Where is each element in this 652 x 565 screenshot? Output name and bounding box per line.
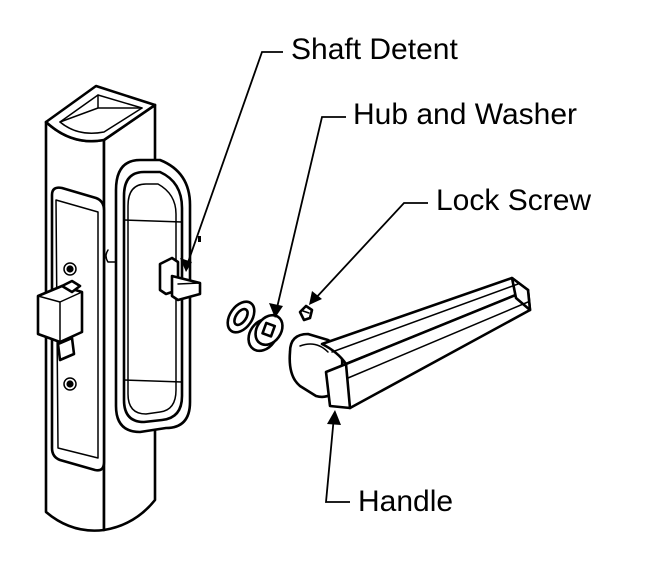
latch-bolt xyxy=(36,279,84,362)
label-shaft-detent: Shaft Detent xyxy=(291,33,458,66)
label-hub-and-washer: Hub and Washer xyxy=(353,98,578,131)
hub xyxy=(247,313,284,353)
washer xyxy=(226,300,256,334)
label-lock-screw: Lock Screw xyxy=(436,184,592,217)
trim-escutcheon xyxy=(105,158,192,434)
leader-hub-washer xyxy=(275,116,346,313)
stile-top-opening xyxy=(44,84,157,143)
label-handle: Handle xyxy=(358,485,454,518)
leader-shaft-detent xyxy=(185,51,283,269)
lock-screw xyxy=(298,304,314,322)
leader-lock-screw xyxy=(313,202,428,301)
leader-handle xyxy=(325,415,350,503)
leader-lines xyxy=(180,51,428,503)
lever-handle xyxy=(288,276,532,410)
shaft-detent xyxy=(158,236,202,302)
